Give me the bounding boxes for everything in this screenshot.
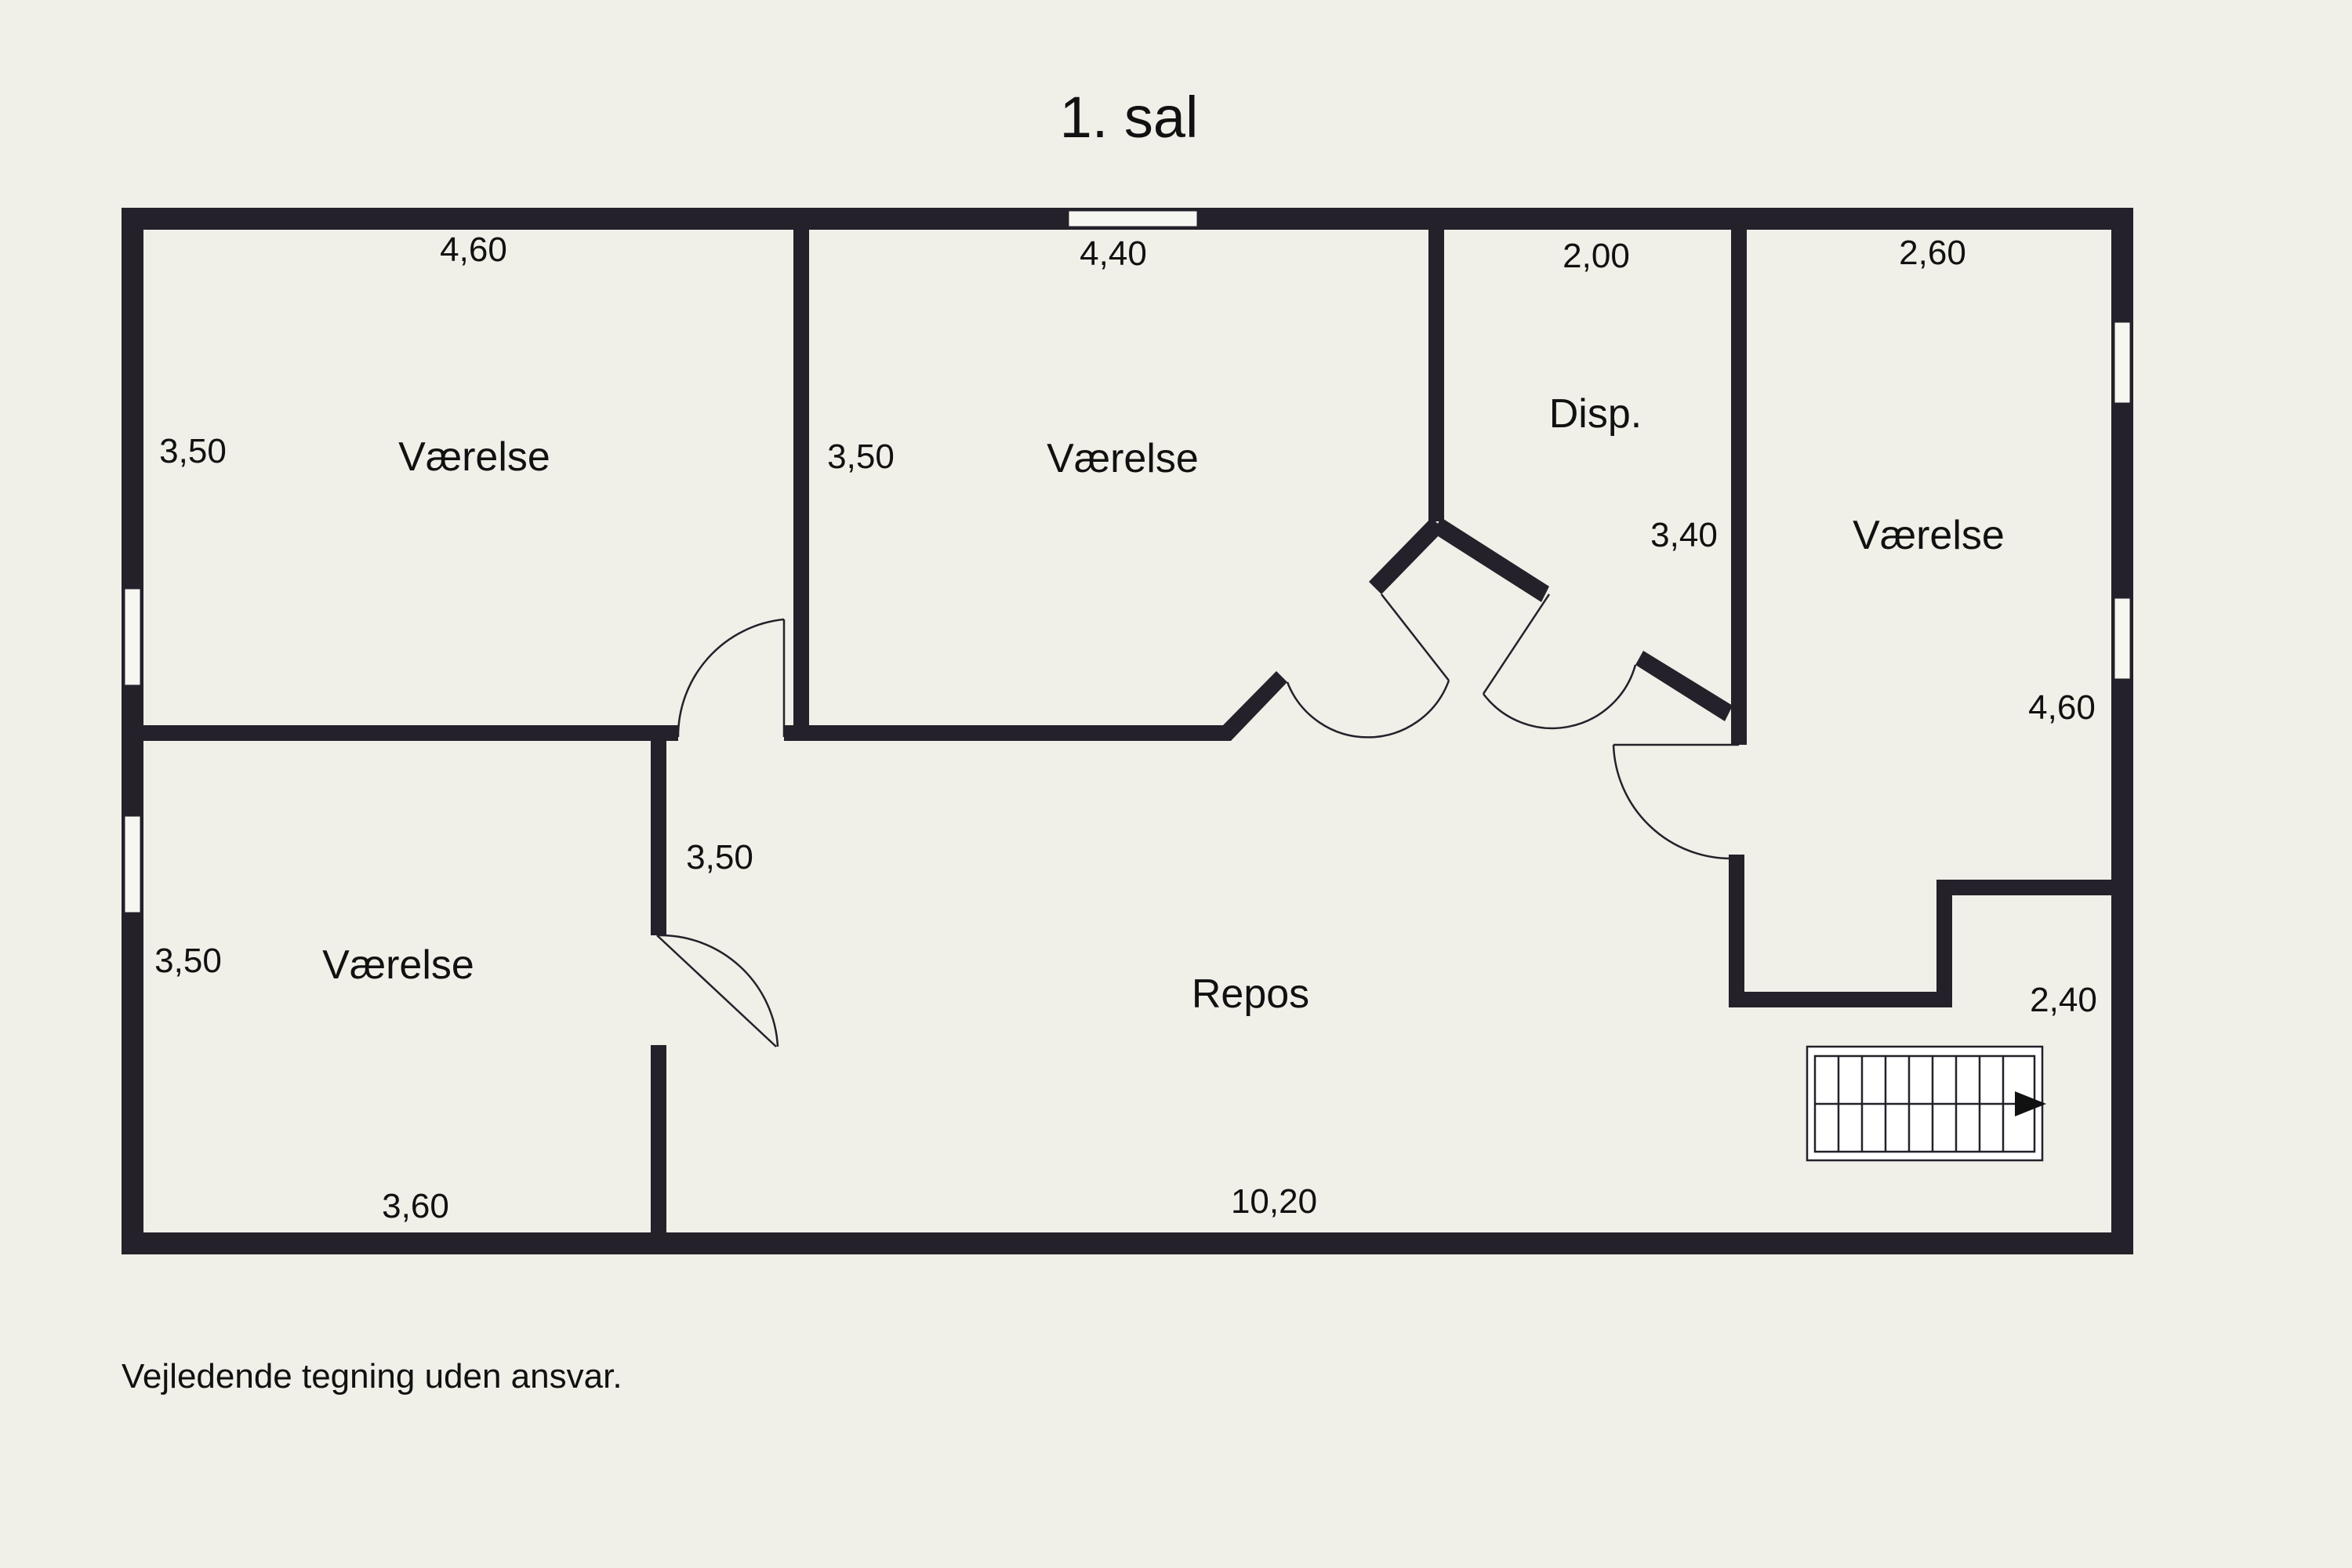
window-right-lower (2112, 596, 2132, 681)
room-label: Værelse (398, 434, 550, 480)
interior-walls (122, 208, 2132, 1253)
window-right-upper (2112, 320, 2132, 405)
dimension-label: 2,60 (1899, 234, 1966, 272)
room-label: Repos (1192, 971, 1309, 1017)
dimension-label: 3,50 (686, 838, 753, 877)
dimension-label: 3,50 (159, 432, 227, 470)
window-top (1066, 209, 1200, 229)
dimension-label: 3,50 (154, 942, 222, 980)
windows (122, 209, 2132, 915)
dimension-label: 3,40 (1650, 516, 1718, 554)
dimension-label: 3,60 (382, 1187, 449, 1225)
plan-title: 1. sal (1060, 85, 1199, 150)
window-left-lower (122, 814, 143, 915)
dimension-label: 4,60 (2028, 688, 2096, 727)
stair-arrow-icon (2015, 1091, 2046, 1116)
dimension-label: 4,60 (440, 230, 507, 269)
window-left-upper (122, 586, 143, 688)
dimension-label: 3,50 (827, 437, 895, 476)
dimension-label: 4,40 (1080, 234, 1147, 273)
room-label: Værelse (1853, 513, 2005, 558)
disclaimer-text: Vejledende tegning uden ansvar. (122, 1357, 622, 1396)
room-label: Værelse (1047, 436, 1199, 481)
dimension-label: 2,00 (1563, 237, 1630, 275)
doors (656, 593, 1739, 1047)
room-label: Disp. (1549, 391, 1642, 437)
room-label: Værelse (322, 942, 474, 988)
dimension-label: 10,20 (1231, 1182, 1317, 1221)
staircase (1806, 1045, 2046, 1162)
dimension-label: 2,40 (2030, 981, 2097, 1019)
